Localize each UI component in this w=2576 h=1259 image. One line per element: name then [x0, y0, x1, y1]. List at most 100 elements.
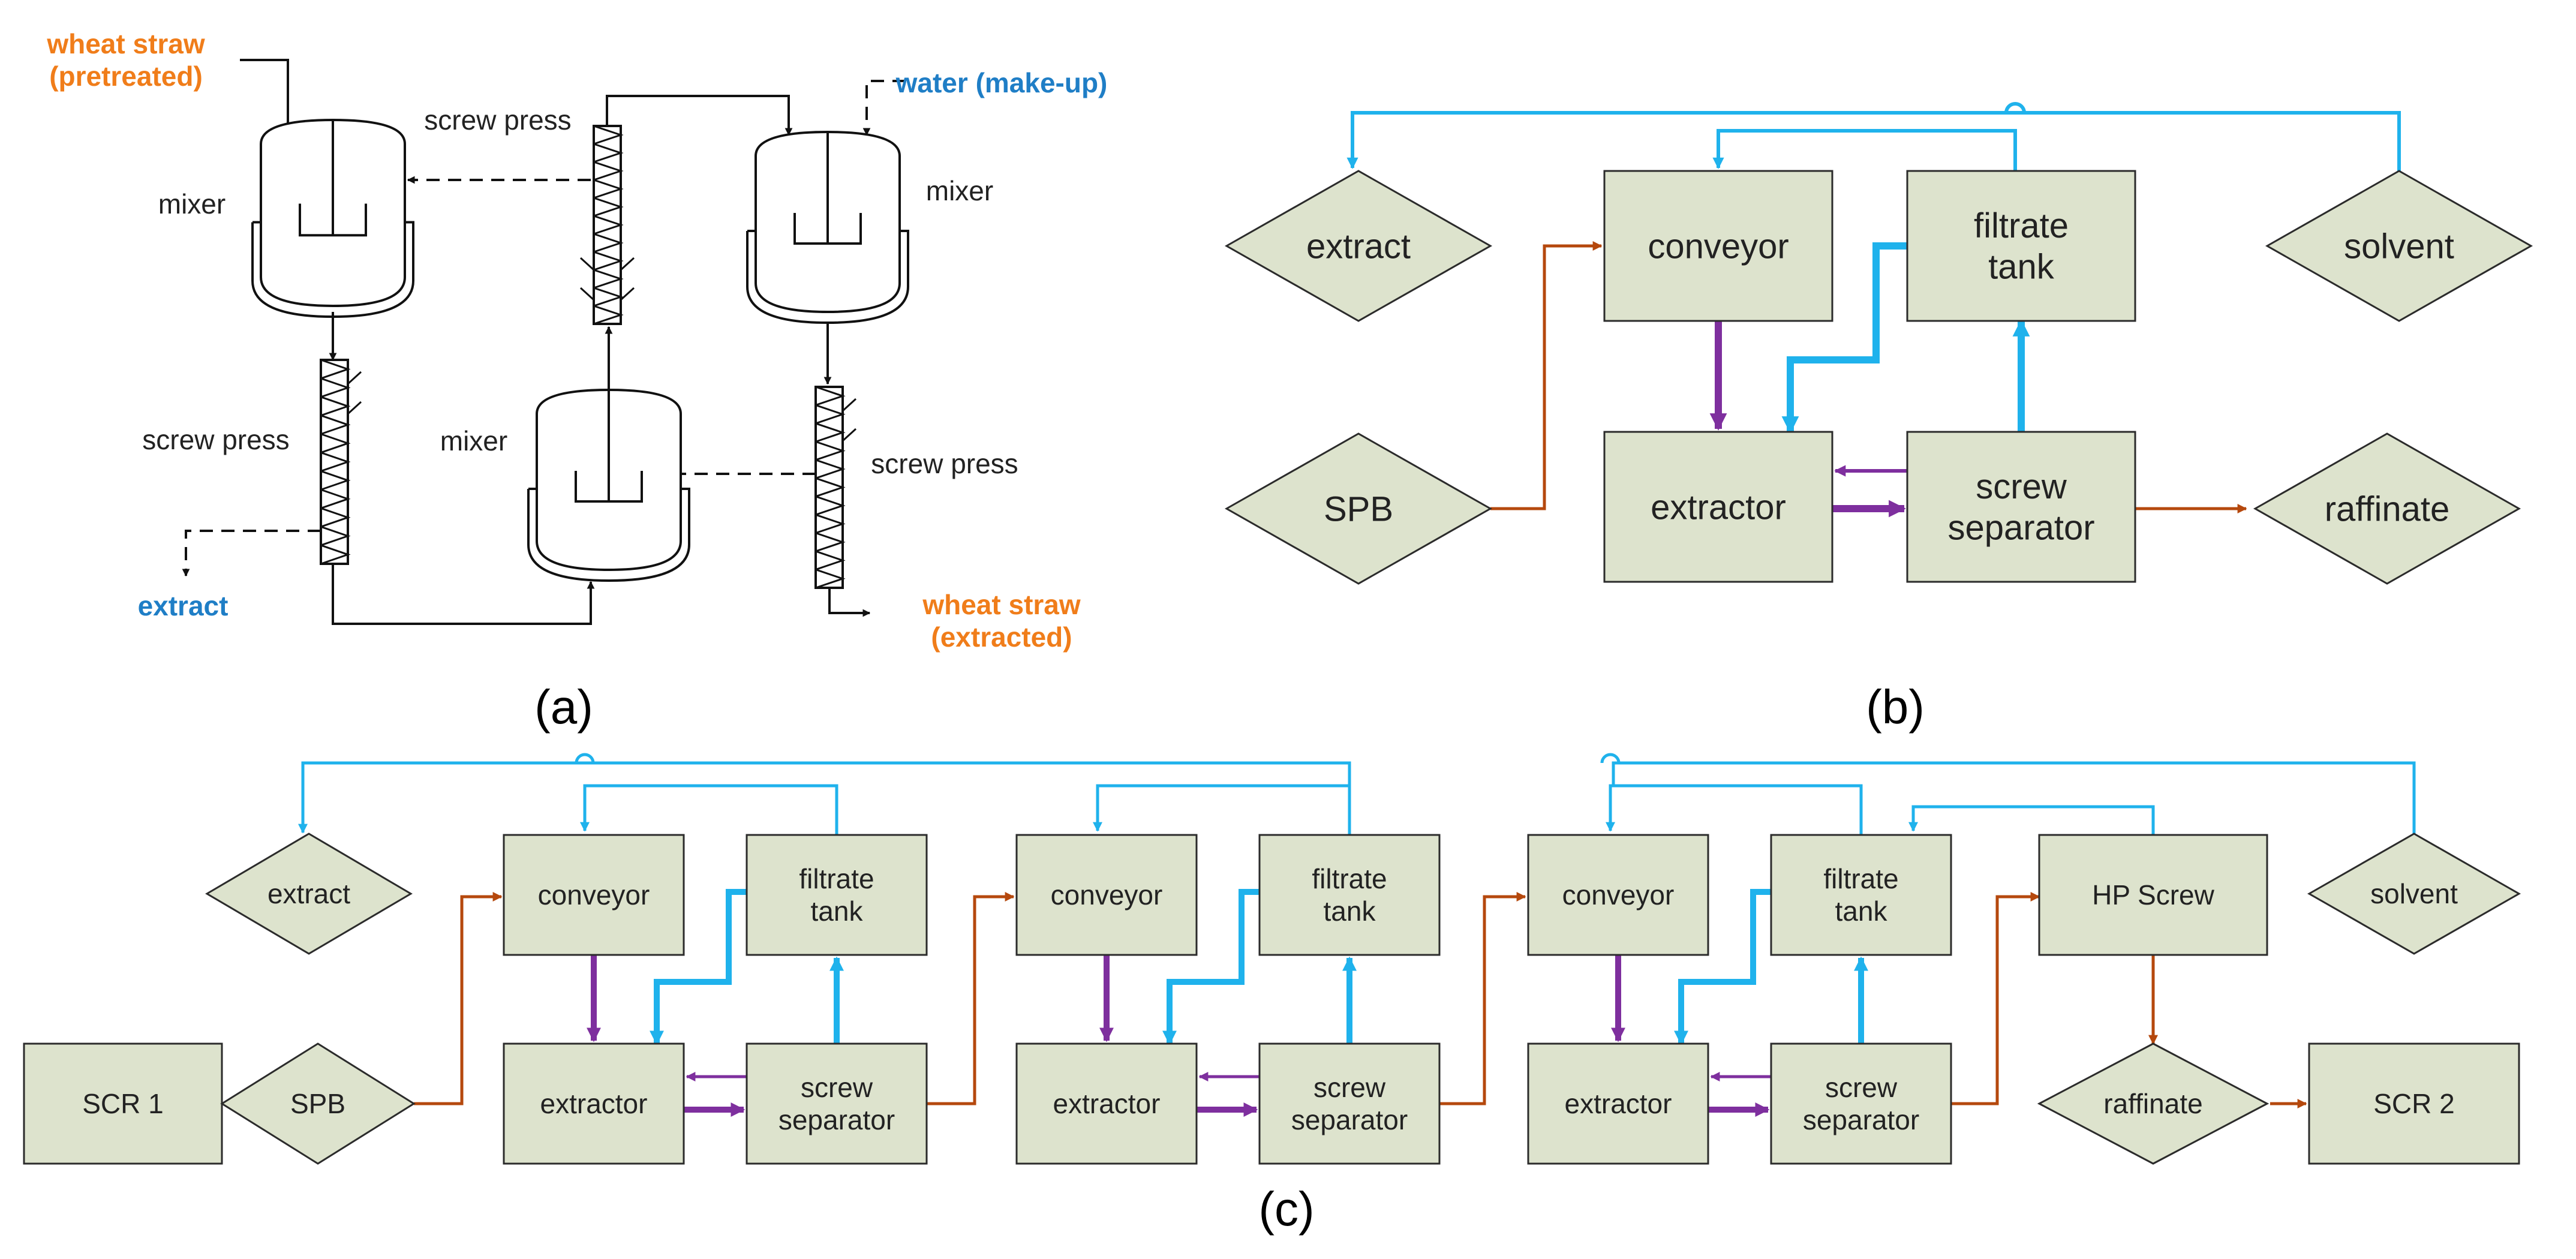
separator2-to-conveyor3-flow	[1439, 891, 1526, 1105]
drain-tick	[841, 398, 857, 412]
drain-tick	[347, 401, 362, 415]
vessel-jacket	[527, 488, 690, 582]
water-in-flow	[862, 80, 906, 136]
screw-press-top-label: screw press	[424, 104, 571, 136]
spb-diamond-b	[1224, 432, 1493, 585]
press-screw	[320, 359, 351, 565]
vessel-jacket	[251, 221, 414, 318]
agitator-blade	[299, 203, 367, 237]
mixer-bottom-label: mixer	[440, 425, 507, 456]
solvent-to-stage3-flow	[1612, 761, 2416, 835]
conveyor-box-b-label: conveyor	[1648, 227, 1789, 266]
conveyor-box-c1-label: conveyor	[538, 879, 650, 911]
drain-tick	[841, 428, 857, 442]
screw-separator-box-c2	[1258, 1042, 1441, 1165]
press-to-mixer-flow	[332, 564, 595, 625]
press-casing	[320, 359, 349, 565]
vessel-jacket	[746, 230, 909, 324]
scr2-box-label: SCR 2	[2373, 1088, 2454, 1119]
solvent-diamond-c	[2307, 833, 2521, 955]
filtrate-tank-box-c1	[746, 834, 928, 956]
line-hop	[575, 753, 595, 764]
mixer-left-icon	[251, 118, 414, 318]
caption-a: (a)	[534, 680, 593, 734]
spb-to-conveyor-flow	[1490, 241, 1603, 510]
extract-out-flow	[182, 530, 321, 577]
output-straw-label: wheat straw(extracted)	[922, 589, 1081, 653]
conveyor-box-c3-label: conveyor	[1562, 879, 1675, 911]
filtrate-to-extractor-flow	[1781, 242, 1907, 434]
caption-c: (c)	[1258, 1182, 1314, 1236]
raffinate-diamond-b-label: raffinate	[2325, 489, 2450, 528]
filtrate3-to-conveyor3-flow	[1605, 784, 1863, 835]
raffinate-diamond-c	[2037, 1042, 2270, 1165]
filtrate2-to-extract-flow	[297, 761, 1351, 834]
raffinate-diamond-c-label: raffinate	[2103, 1088, 2202, 1119]
filtrate-tank-box-c2	[1258, 834, 1441, 956]
filtrate-to-conveyor-flow	[1712, 129, 2017, 171]
conveyor-box-b	[1603, 170, 1833, 322]
press-casing	[814, 386, 844, 589]
press-casing	[593, 125, 622, 325]
separator3-to-hpscrew-flow	[1951, 891, 2040, 1105]
mixer-right-icon	[746, 130, 909, 324]
screw-separator-box-c3	[1770, 1042, 1952, 1165]
solvent-diamond-c-label: solvent	[2370, 878, 2458, 909]
extractor-box-c3-label: extractor	[1565, 1088, 1672, 1119]
filtrate1-to-conveyor1-flow	[579, 784, 838, 835]
screw-press-left-label: screw press	[142, 424, 289, 455]
conveyor-box-c3	[1527, 834, 1709, 956]
scr2-box	[2308, 1042, 2520, 1165]
filtrate2-to-conveyor2-flow	[1092, 784, 1351, 835]
hp-screw-box	[2038, 834, 2268, 956]
solvent-to-extract-flow	[1346, 111, 2401, 171]
extractor-box-c1	[503, 1042, 685, 1165]
extractor-box-c2-label: extractor	[1053, 1088, 1161, 1119]
extract-diamond-b	[1224, 170, 1493, 322]
connector-layer	[182, 59, 2416, 1117]
filtrate-to-extractor-flow-3	[1673, 889, 1771, 1045]
filtrate-tank-box-c3	[1770, 834, 1952, 956]
filtrate-tank-box-b	[1906, 170, 2136, 322]
screw-press-right-icon	[814, 386, 846, 589]
separator1-to-conveyor2-flow	[927, 891, 1015, 1105]
extractor-box-c2	[1015, 1042, 1198, 1165]
filtrate-to-extractor-flow-2	[1162, 889, 1260, 1045]
scr1-box-label: SCR 1	[82, 1088, 163, 1119]
screw-press-right-label: screw press	[871, 448, 1018, 479]
scr1-box	[23, 1042, 223, 1165]
solvent-diamond-b-label: solvent	[2344, 227, 2454, 266]
spb-diamond-b-label: SPB	[1324, 489, 1393, 528]
agitator-blade	[575, 471, 643, 503]
shape-layer	[23, 118, 2533, 1165]
extract-diamond-c-label: extract	[267, 878, 350, 909]
straw-out-flow	[828, 588, 871, 617]
drain-tick	[620, 287, 635, 301]
spb-diamond-c	[220, 1042, 416, 1165]
line-hop	[1600, 753, 1621, 764]
press-screw	[593, 125, 624, 325]
agitator-blade	[793, 213, 862, 245]
conveyor-box-c2	[1015, 834, 1198, 956]
drain-tick	[620, 257, 635, 271]
extract-diamond-b-label: extract	[1306, 227, 1411, 266]
screw-separator-box-b	[1906, 431, 2136, 583]
extractor-box-b	[1603, 431, 1833, 583]
extractor-box-c1-label: extractor	[540, 1088, 648, 1119]
screw-press-left-icon	[320, 359, 351, 565]
raffinate-diamond-b	[2253, 432, 2521, 585]
conveyor-box-c2-label: conveyor	[1051, 879, 1163, 911]
screw-separator-box-c1	[746, 1042, 928, 1165]
extractor-box-b-label: extractor	[1651, 488, 1786, 527]
straw-in-flow	[240, 59, 292, 133]
spb-diamond-c-label: SPB	[290, 1088, 345, 1119]
extract-label: extract	[138, 590, 229, 621]
